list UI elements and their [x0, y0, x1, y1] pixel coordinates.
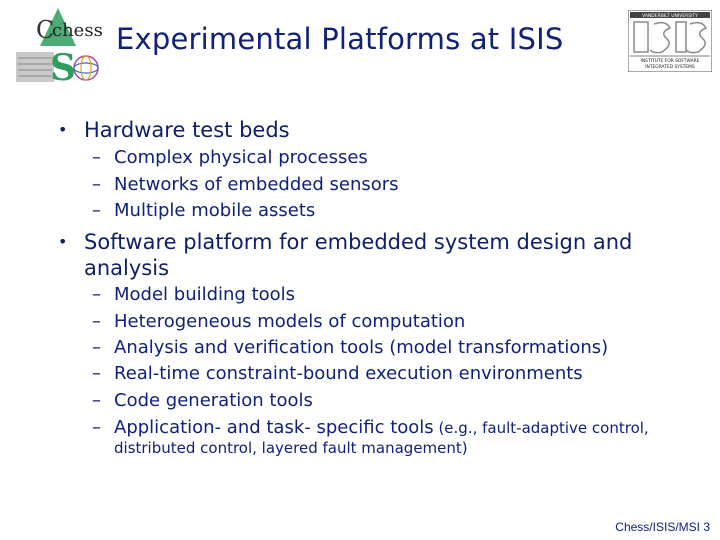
svg-text:INSTITUTE FOR SOFTWARE: INSTITUTE FOR SOFTWARE: [641, 58, 700, 64]
chess-logo: S C chess: [14, 6, 104, 89]
slide-footer: Chess/ISIS/MSI 3: [615, 520, 710, 534]
slide-title: Experimental Platforms at ISIS: [116, 22, 564, 56]
svg-text:S: S: [50, 47, 76, 84]
svg-text:INTEGRATED SYSTEMS: INTEGRATED SYSTEMS: [645, 64, 695, 70]
isis-logo: VANDERBILT UNIVERSITY INSTITUTE FOR SOFT…: [627, 9, 713, 73]
svg-text:C: C: [36, 16, 54, 44]
isis-logo-top: VANDERBILT UNIVERSITY: [642, 13, 698, 19]
bullet-dot: •: [58, 120, 68, 139]
bullet-text: Hardware test beds: [84, 118, 290, 142]
bullet-text: Software platform for embedded system de…: [84, 230, 633, 254]
bullet-text: analysis: [84, 256, 170, 280]
bullet-dot: •: [58, 232, 68, 251]
chess-logo-text: chess: [52, 20, 103, 41]
